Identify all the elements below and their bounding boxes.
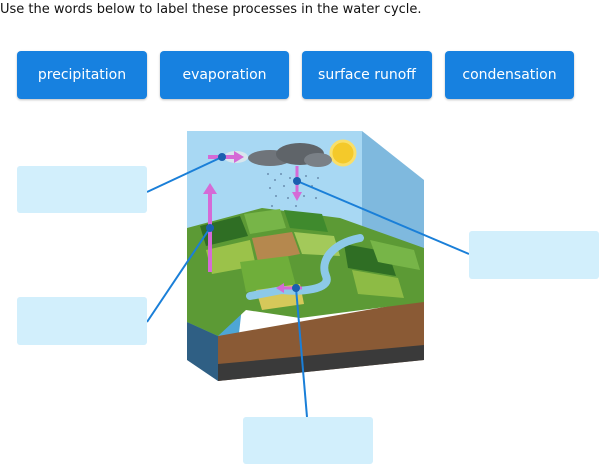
drop-slot-1[interactable] <box>17 166 147 213</box>
land <box>187 208 424 336</box>
pointer-dot-2 <box>206 224 214 232</box>
word-tile-evaporation[interactable]: evaporation <box>160 51 289 99</box>
sun-icon <box>329 139 357 167</box>
evaporation-arrow-head <box>203 183 217 194</box>
bedrock <box>218 345 424 381</box>
pointer-dot-1 <box>218 153 226 161</box>
pointer-dot-4 <box>292 284 300 292</box>
pointer-line-4 <box>295 287 308 418</box>
pointer-line-3 <box>296 180 470 255</box>
word-tile-condensation[interactable]: condensation <box>445 51 574 99</box>
word-tile-precipitation[interactable]: precipitation <box>17 51 147 99</box>
sea-front <box>187 322 218 381</box>
word-tile-surface-runoff[interactable]: surface runoff <box>302 51 432 99</box>
drop-slot-4[interactable] <box>243 417 373 464</box>
rain-icon <box>267 173 319 207</box>
pointer-dot-3 <box>293 177 301 185</box>
pointer-line-1 <box>146 156 223 193</box>
condensation-arrow-head <box>234 151 244 163</box>
instruction-text: Use the words below to label these proce… <box>0 2 422 17</box>
precipitation-arrow-head <box>292 192 302 201</box>
drop-slot-2[interactable] <box>17 297 147 345</box>
runoff-arrow-head <box>276 283 284 293</box>
pointer-line-2 <box>146 227 211 323</box>
drop-slot-3[interactable] <box>469 231 599 279</box>
